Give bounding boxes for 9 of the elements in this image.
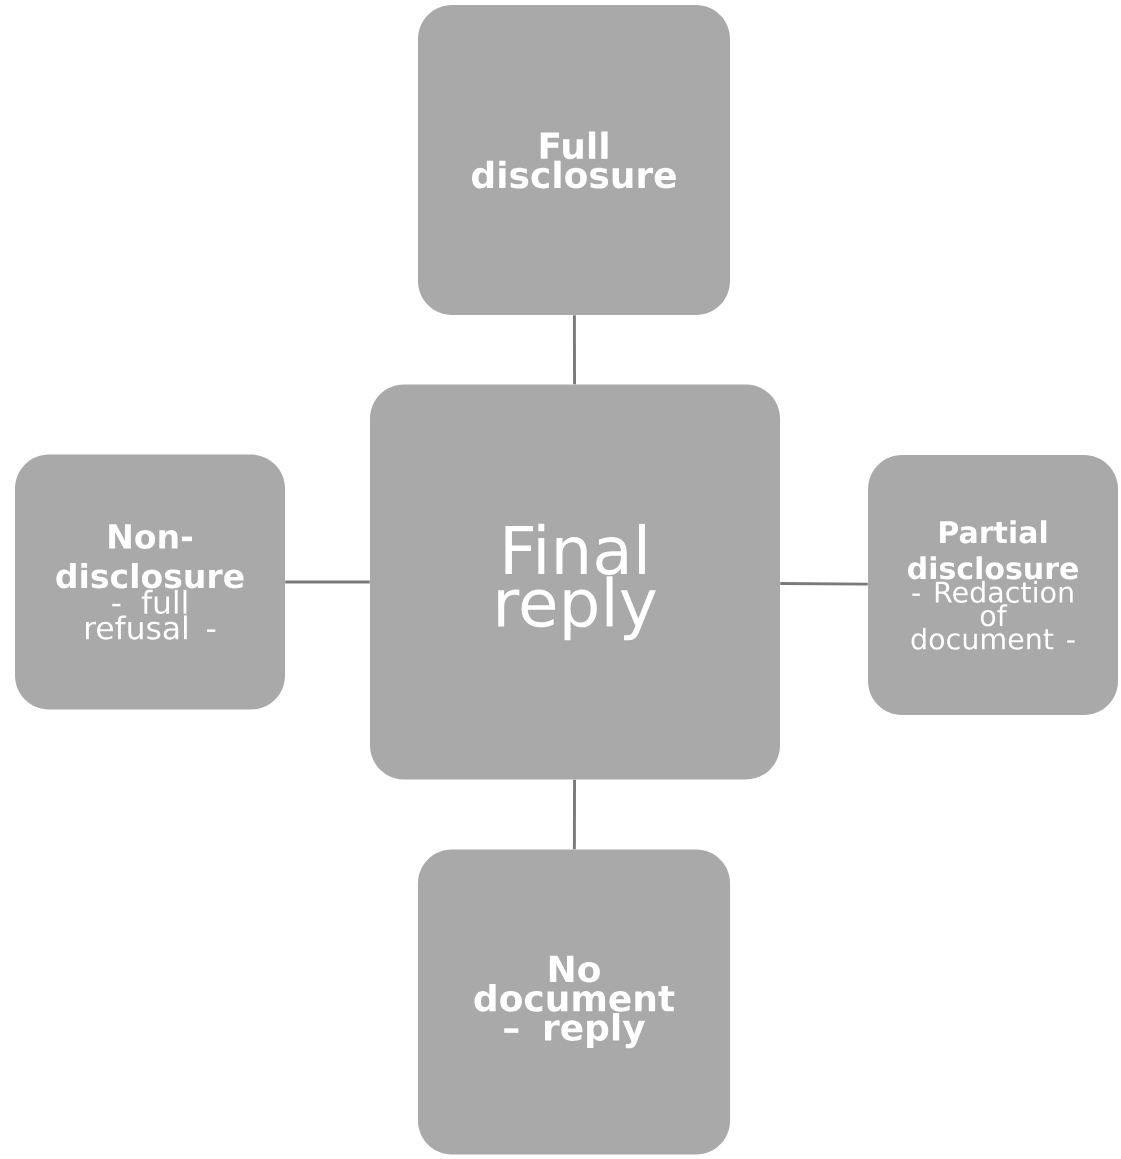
center-box: Final reply: [370, 384, 780, 780]
option-box: Partial disclosure - Redaction of document -: [868, 455, 1118, 715]
connector-line: [780, 582, 868, 586]
connector-line: [285, 580, 370, 584]
option-box: Full disclosure: [418, 5, 730, 315]
option-box: No document – reply: [417, 849, 731, 1155]
connector-line: [572, 315, 576, 385]
option-box: Non-disclosure - full refusal -: [15, 454, 285, 710]
connector-line: [572, 779, 576, 850]
